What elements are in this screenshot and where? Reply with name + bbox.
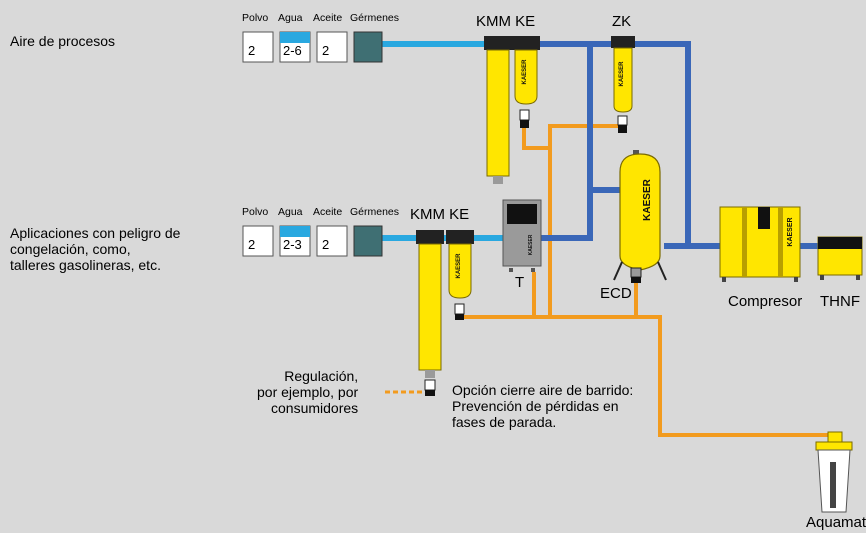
row2-header-dust: Polvo [242,206,269,218]
class-box-dust-2 [242,225,274,257]
class-box-germs-2 [353,225,383,257]
pipe-dark-row2 [540,190,593,241]
row2-header-water: Agua [278,206,303,218]
row1-header-water: Agua [278,12,303,24]
air-receiver [613,150,667,283]
brand-ke1: KAESER [522,59,528,85]
dryer-t-label: T [515,274,525,291]
row1-header-dust: Polvo [242,12,269,24]
brand-compressor: KAESER [787,217,794,246]
regulation-note: Regulación, por ejemplo, por consumidore… [257,368,359,417]
zk-label: ZK [612,13,632,30]
brand-tank: KAESER [642,178,653,220]
filter-kmm-2 [416,230,444,396]
row1-value-water: 2-6 [283,43,302,58]
condensate-line-main [460,315,835,437]
brand-zk: KAESER [619,61,625,87]
option-note: Opción cierre aire de barrido: Prevenció… [452,382,634,431]
row2-header-oil: Aceite [313,206,343,218]
class-box-germs-1 [353,31,383,63]
row1-filter-label: KMM KE [476,13,536,30]
condensate-line-top [522,124,625,150]
aquamat-label: Aquamat [806,514,866,531]
class-boxes-row1 [242,31,383,63]
row2-label: Aplicaciones con peligro de congelación,… [10,225,181,274]
compressor [719,206,801,282]
row2-value-oil: 2 [322,237,330,252]
class-box-oil-1 [316,31,348,63]
row1-label: Aire de procesos [10,33,116,49]
row1-value-oil: 2 [322,43,330,58]
row1-value-dust: 2 [248,43,256,58]
condensate-lines [460,124,837,440]
row2-header-germs: Gérmenes [350,206,400,218]
thnf-unit [817,236,863,280]
ecd-label: ECD [600,285,632,302]
class-box-water-1-fill [280,32,310,43]
row1-header-oil: Aceite [313,12,343,24]
brand-dryer: KAESER [528,234,534,255]
class-boxes-row2 [242,225,383,257]
brand-ke2: KAESER [456,253,462,279]
filter-zk [611,36,635,133]
class-box-dust-1 [242,31,274,63]
row2-filter-label: KMM KE [410,206,470,223]
filter-ke-2 [446,230,474,320]
class-box-oil-2 [316,225,348,257]
thnf-label: THNF [820,293,860,310]
filter-ke-1 [512,36,540,128]
row2-value-dust: 2 [248,237,256,252]
class-box-water-2-fill [280,226,310,237]
dryer-t [502,199,542,272]
row2-value-water: 2-3 [283,237,302,252]
filter-kmm-1 [484,36,512,184]
compressor-label: Compresor [728,293,803,310]
row1-header-germs: Gérmenes [350,12,400,24]
aquamat [815,431,853,513]
